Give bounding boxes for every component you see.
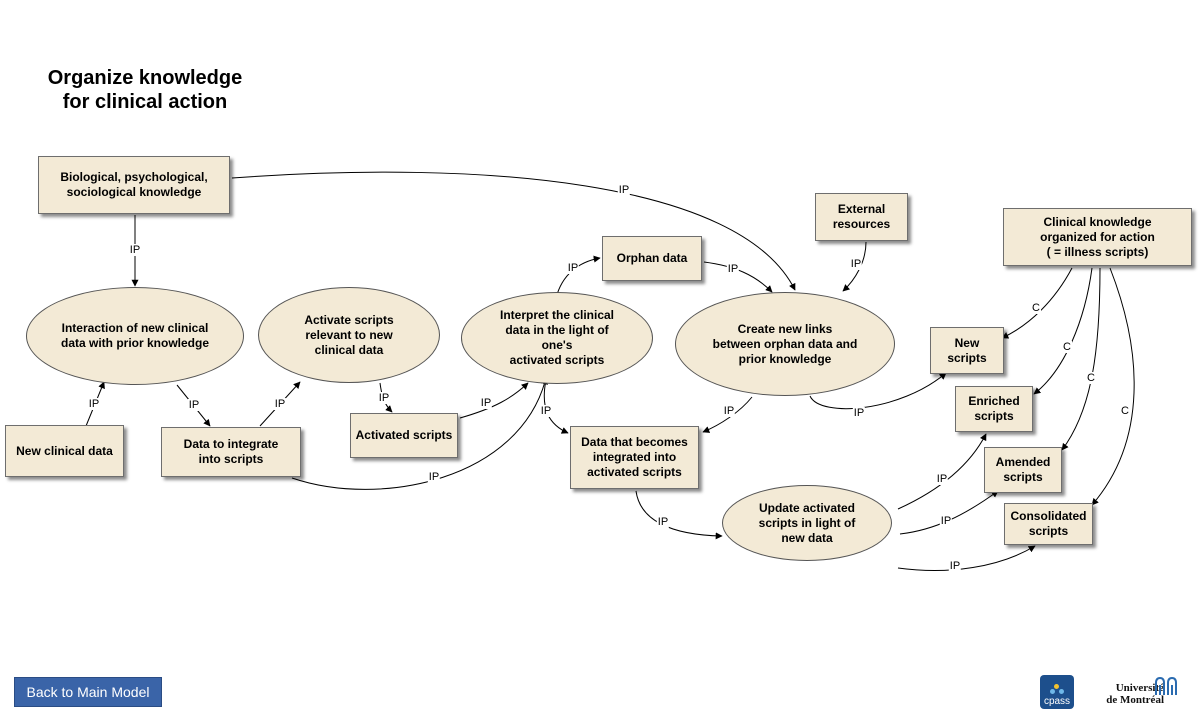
- edge-databecomes-to-update: [635, 490, 723, 540]
- back-to-main-model-button[interactable]: Back to Main Model: [14, 677, 162, 707]
- title-line-1: Organize knowledge: [47, 67, 243, 89]
- node-clinical-knowledge: Clinical knowledge organized for action …: [1003, 208, 1192, 266]
- edge-label-ip: IP: [617, 184, 631, 196]
- node-update-activated-scripts: Update activated scripts in light of new…: [722, 485, 892, 561]
- node-data-becomes-integrated: Data that becomes integrated into activa…: [570, 426, 699, 489]
- node-consolidated-scripts: Consolidated scripts: [1004, 503, 1093, 545]
- cpass-logo: cpass: [1040, 675, 1074, 709]
- node-enriched-scripts: Enriched scripts: [955, 386, 1033, 432]
- edge-label-ip: IP: [939, 515, 953, 527]
- cpass-logo-text: cpass: [1043, 696, 1071, 707]
- udem-logo-text: Université de Montréal: [1094, 682, 1164, 706]
- edge-update-to-enriched: [897, 433, 987, 510]
- edge-label-ip: IP: [539, 405, 553, 417]
- edge-activatedscripts-to-interpret: [459, 382, 529, 419]
- edge-ck-to-enriched: [1033, 267, 1093, 395]
- edge-dataintegrate-to-interpret: [291, 377, 548, 490]
- udem-mark-icon: [1155, 676, 1177, 695]
- diagram-title: Organize knowledge for clinical action: [20, 66, 270, 114]
- edge-ck-to-newscripts: [1001, 267, 1073, 339]
- title-line-2: for clinical action: [62, 91, 228, 113]
- cpass-dots-icon: [1050, 684, 1064, 694]
- edge-label-ip: IP: [479, 397, 493, 409]
- node-new-scripts: New scripts: [930, 327, 1004, 374]
- udem-line-1: Université: [1115, 682, 1164, 694]
- node-activate-scripts: Activate scripts relevant to new clinica…: [258, 287, 440, 383]
- edge-label-c: C: [1086, 372, 1096, 384]
- edge-label-ip: IP: [273, 398, 287, 410]
- edge-label-ip: IP: [427, 471, 441, 483]
- edge-label-ip: IP: [935, 473, 949, 485]
- node-biological-knowledge: Biological, psychological, sociological …: [38, 156, 230, 214]
- udem-line-2: de Montréal: [1106, 694, 1164, 706]
- node-amended-scripts: Amended scripts: [984, 447, 1062, 493]
- edge-bio-to-createlinks: [231, 171, 796, 291]
- edge-update-to-amended: [899, 490, 999, 535]
- edge-label-ip: IP: [187, 399, 201, 411]
- node-external-resources: External resources: [815, 193, 908, 241]
- node-interaction: Interaction of new clinical data with pr…: [26, 287, 244, 385]
- edge-label-ip: IP: [849, 258, 863, 270]
- node-data-to-integrate: Data to integrate into scripts: [161, 427, 301, 477]
- node-orphan-data: Orphan data: [602, 236, 702, 281]
- node-interpret-clinical-data: Interpret the clinical data in the light…: [461, 292, 653, 384]
- edge-label-ip: IP: [377, 392, 391, 404]
- edge-label-ip: IP: [722, 405, 736, 417]
- edge-ck-to-amended: [1061, 267, 1101, 451]
- edge-orphan-to-createlinks: [703, 261, 773, 293]
- edge-label-ip: IP: [852, 407, 866, 419]
- edge-label-ip: IP: [128, 244, 142, 256]
- edge-label-c: C: [1062, 341, 1072, 353]
- edge-ck-to-consolidated: [1091, 267, 1135, 506]
- edge-bottom-to-consolidated: [897, 545, 1036, 571]
- edge-label-c: C: [1031, 302, 1041, 314]
- edge-label-ip: IP: [656, 516, 670, 528]
- edge-createlinks-to-databecomes: [702, 396, 753, 433]
- edge-label-ip: IP: [948, 560, 962, 572]
- edge-label-ip: IP: [566, 262, 580, 274]
- node-activated-scripts: Activated scripts: [350, 413, 458, 458]
- node-create-new-links: Create new links between orphan data and…: [675, 292, 895, 396]
- edge-label-c: C: [1120, 405, 1130, 417]
- edge-label-ip: IP: [726, 263, 740, 275]
- edge-label-ip: IP: [87, 398, 101, 410]
- node-new-clinical-data: New clinical data: [5, 425, 124, 477]
